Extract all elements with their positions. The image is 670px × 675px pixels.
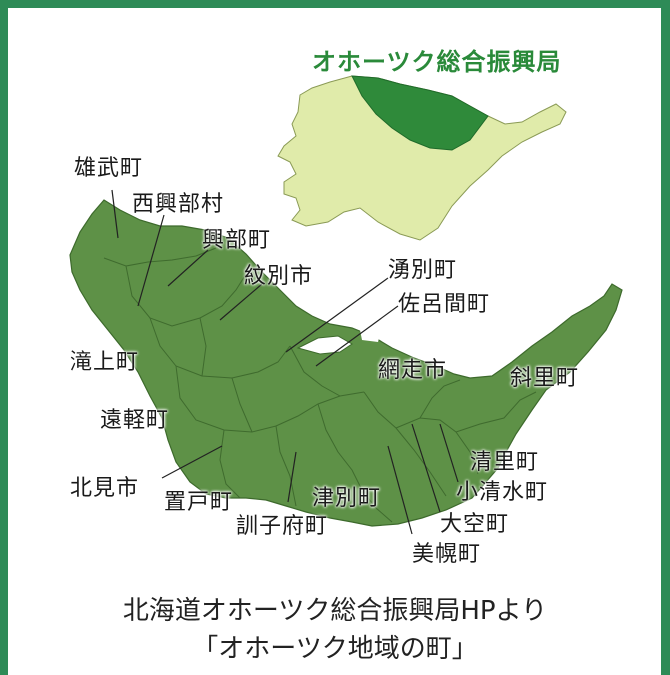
label-saroma: 佐呂間町: [398, 292, 491, 317]
label-omu: 雄武町: [74, 156, 144, 181]
leader-omu: [111, 189, 119, 239]
label-ozora: 大空町: [440, 512, 510, 537]
leader-yubetsu: [285, 277, 389, 353]
leader-ozora: [411, 423, 441, 513]
label-nishiokoppe: 西興部村: [132, 192, 225, 217]
label-oketo: 置戸町: [164, 490, 234, 515]
label-abashiri: 網走市: [378, 358, 448, 383]
frame-border-top: [0, 0, 670, 8]
leader-lines: [111, 189, 459, 535]
label-okoppe: 興部町: [202, 228, 272, 253]
label-kitami: 北見市: [70, 476, 140, 501]
leader-bihoro: [387, 445, 413, 535]
frame-border-right: [661, 0, 670, 675]
okhotsk-region-map: [69, 199, 623, 527]
leader-saroma: [315, 305, 399, 367]
frame-border-left: [0, 0, 8, 675]
leader-okoppe: [167, 249, 209, 287]
leader-monbetsu: [219, 283, 263, 321]
okhotsk-highlight: [351, 75, 489, 151]
label-takinoue: 滝上町: [70, 350, 140, 375]
label-bihoro: 美幌町: [412, 542, 482, 567]
label-kiyosato: 清里町: [470, 450, 540, 475]
label-tsubetsu: 津別町: [312, 486, 382, 511]
label-monbetsu: 紋別市: [244, 264, 314, 289]
caption-line1: 北海道オホーツク総合振興局HPより: [122, 596, 548, 626]
label-yubetsu: 湧別町: [388, 258, 458, 283]
map-title: オホーツク総合振興局: [312, 48, 562, 76]
abashiri-lake: [360, 330, 380, 342]
leader-kunneppu: [287, 451, 297, 503]
leader-nishiokoppe: [137, 214, 165, 307]
label-kunneppu: 訓子府町: [236, 514, 329, 539]
hokkaido-inset: [277, 75, 567, 241]
okhotsk-region-shape: [69, 199, 623, 527]
label-shari: 斜里町: [510, 366, 580, 391]
municipal-borders: [103, 247, 537, 523]
leader-koshimizu: [439, 423, 459, 483]
leader-kitami: [161, 445, 223, 479]
caption-line2: 「オホーツク地域の町」: [192, 634, 478, 664]
label-koshimizu: 小清水町: [456, 480, 549, 505]
label-engaru: 遠軽町: [100, 408, 170, 433]
